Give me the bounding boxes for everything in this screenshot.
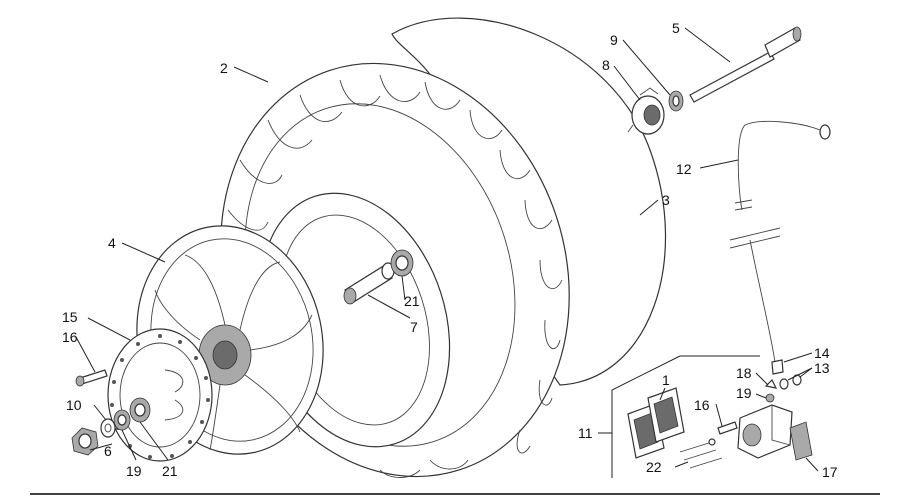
caliper-part-11 [737, 404, 793, 459]
callout-19: 19 [736, 385, 752, 401]
callout-15: 15 [62, 309, 78, 325]
screw-part-16-left [75, 369, 108, 387]
callout-16-left: 16 [62, 329, 78, 345]
screw-part-16-right [717, 421, 738, 435]
bearing-part-21-upper [390, 249, 414, 277]
callout-10: 10 [66, 397, 82, 413]
callout-5: 5 [672, 20, 680, 36]
spacer-part-7 [343, 262, 395, 305]
callout-21-upper: 21 [404, 293, 420, 309]
bearing-part-21-lower [129, 397, 151, 423]
banjo-bolt-part-14 [771, 359, 784, 375]
spacer-part-9 [668, 90, 684, 112]
speedo-drive-part-8 [627, 87, 665, 135]
washer-part-10 [100, 418, 116, 438]
callout-8: 8 [602, 57, 610, 73]
callout-12: 12 [676, 161, 692, 177]
callout-22: 22 [646, 459, 662, 475]
callout-7: 7 [410, 319, 418, 335]
callout-3: 3 [662, 192, 670, 208]
callout-6: 6 [104, 443, 112, 459]
brake-hose-part-12 [729, 120, 831, 363]
callout-17: 17 [822, 464, 838, 480]
group-bracket-11 [611, 355, 681, 478]
bleed-screw-part-18 [764, 378, 778, 389]
brake-disc-part-15 [107, 328, 213, 462]
pins-part-22 [679, 438, 723, 469]
axle-part-5 [689, 26, 802, 103]
callout-14: 14 [814, 345, 830, 361]
callout-16-right: 16 [694, 397, 710, 413]
washers-part-13 [779, 374, 802, 390]
callout-21-lower: 21 [162, 463, 178, 479]
callout-4: 4 [108, 235, 116, 251]
callout-9: 9 [610, 32, 618, 48]
callout-1: 1 [662, 372, 670, 388]
brake-pads-part-1 [627, 387, 685, 459]
nut-part-6 [71, 427, 99, 456]
callout-11: 11 [578, 425, 593, 441]
callout-20: 19 [126, 463, 142, 479]
callout-13: 13 [814, 360, 830, 376]
callout-2: 2 [220, 60, 228, 76]
bearing-part-20 [113, 409, 131, 431]
callout-18: 18 [736, 365, 752, 381]
bleed-cap-part-19 [765, 393, 775, 403]
spring-plate-part-17 [789, 421, 813, 461]
